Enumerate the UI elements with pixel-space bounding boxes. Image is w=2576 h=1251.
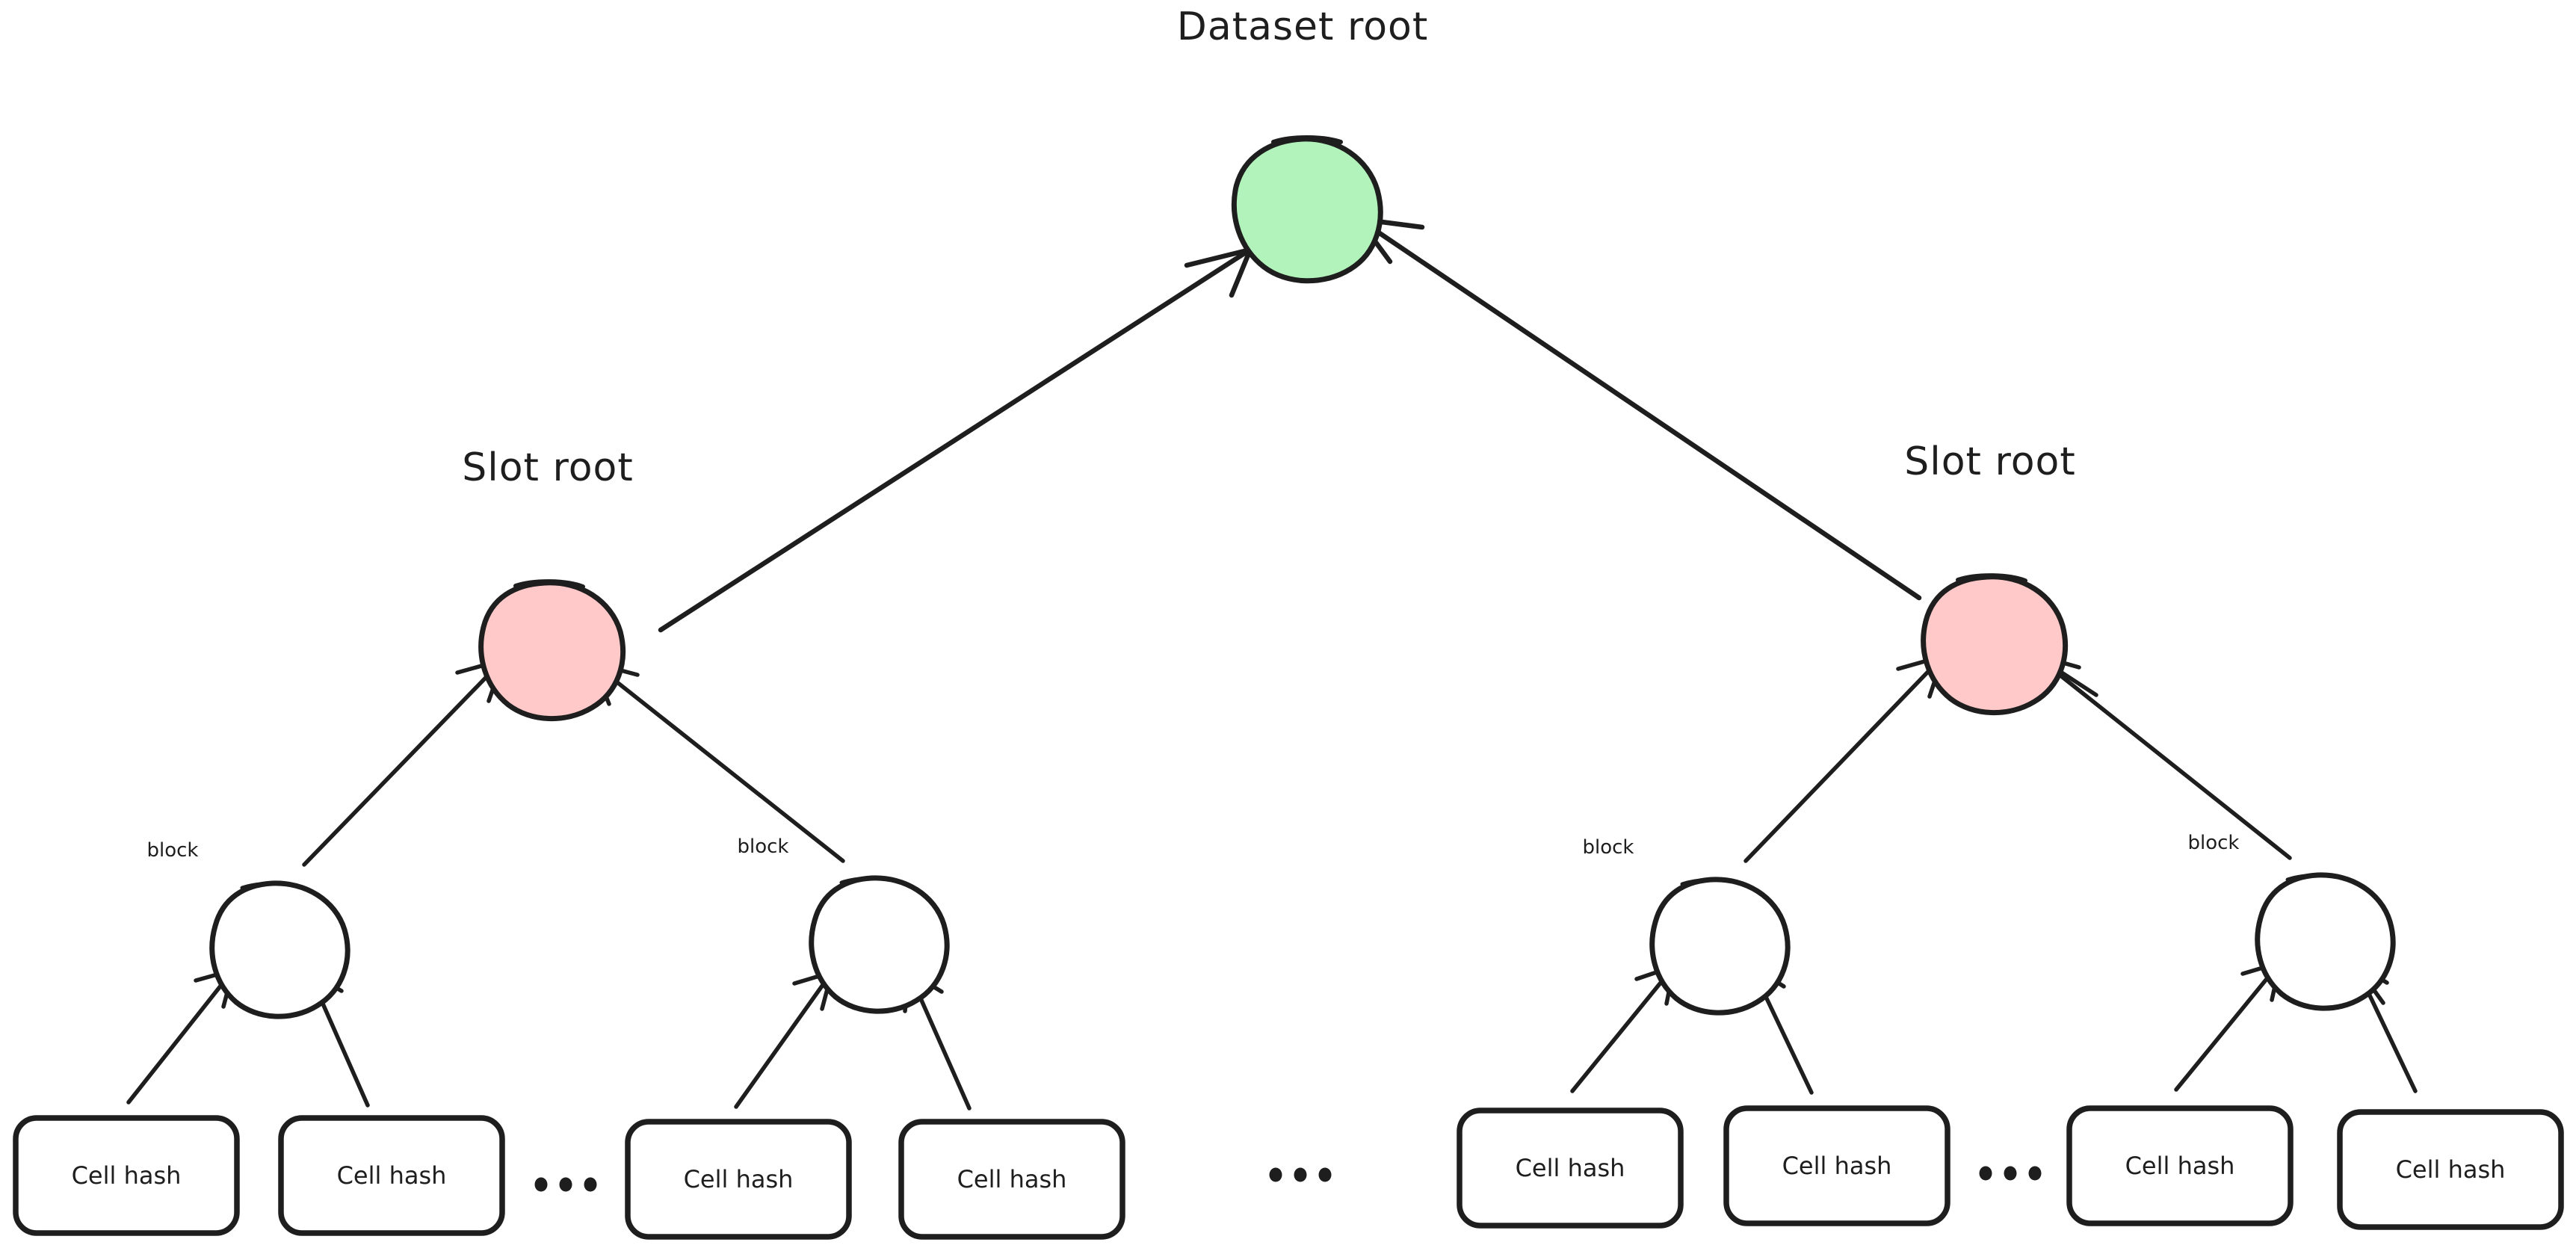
cell-hash-label-2: Cell hash [336, 1161, 447, 1190]
ellipsis-right [1979, 1166, 2042, 1181]
ellipsis-dot [1269, 1167, 1282, 1182]
node-slot-root-right[interactable] [1921, 573, 2068, 715]
block-4-label: block [2187, 832, 2240, 854]
cell-hash-box-7[interactable] [2066, 1105, 2294, 1226]
cell-hash-label-1: Cell hash [71, 1161, 182, 1190]
ellipsis-dot [1979, 1166, 1992, 1181]
node-block-3[interactable] [1649, 877, 1791, 1016]
node-block-4[interactable] [2255, 872, 2396, 1011]
slot-root-left-label: Slot root [462, 445, 634, 490]
ellipsis-dot [534, 1177, 548, 1192]
ellipsis-left [534, 1177, 597, 1192]
ellipsis-center [1269, 1167, 1332, 1182]
cell-hash-label-8: Cell hash [2395, 1155, 2506, 1184]
cell-hash-label-6: Cell hash [1782, 1152, 1892, 1180]
node-dataset-root[interactable] [1231, 135, 1383, 284]
node-slot-root-left[interactable] [478, 579, 626, 721]
cell-hash-box-5[interactable] [1457, 1108, 1684, 1229]
node-block-2[interactable] [809, 875, 950, 1014]
block-2-label: block [737, 835, 789, 858]
cell-hash-box-1[interactable] [13, 1115, 240, 1236]
ellipsis-dot [2004, 1166, 2017, 1181]
slot-root-right-label: Slot root [1904, 439, 2076, 484]
ellipsis-dot [1318, 1167, 1332, 1182]
ellipsis-dot [1294, 1167, 1307, 1182]
cell-hash-box-3[interactable] [625, 1119, 852, 1240]
page-title: Dataset root [1176, 4, 1429, 49]
cell-hash-label-3: Cell hash [683, 1165, 794, 1193]
cell-hash-box-8[interactable] [2337, 1109, 2564, 1230]
block-3-label: block [1582, 836, 1634, 859]
cell-hash-label-7: Cell hash [2125, 1152, 2235, 1180]
cell-hash-label-4: Cell hash [957, 1165, 1067, 1193]
cell-hash-label-5: Cell hash [1515, 1154, 1625, 1182]
node-block-1[interactable] [209, 880, 350, 1019]
ellipsis-dot [559, 1177, 572, 1192]
ellipsis-dot [2028, 1166, 2042, 1181]
block-1-label: block [146, 839, 199, 862]
cell-hash-box-6[interactable] [1723, 1105, 1950, 1226]
cell-hash-box-4[interactable] [898, 1119, 1125, 1240]
ellipsis-dot [584, 1177, 597, 1192]
cell-hash-box-2[interactable] [278, 1115, 505, 1236]
edge-slot-root-left-to-dataset-root [658, 247, 1253, 633]
